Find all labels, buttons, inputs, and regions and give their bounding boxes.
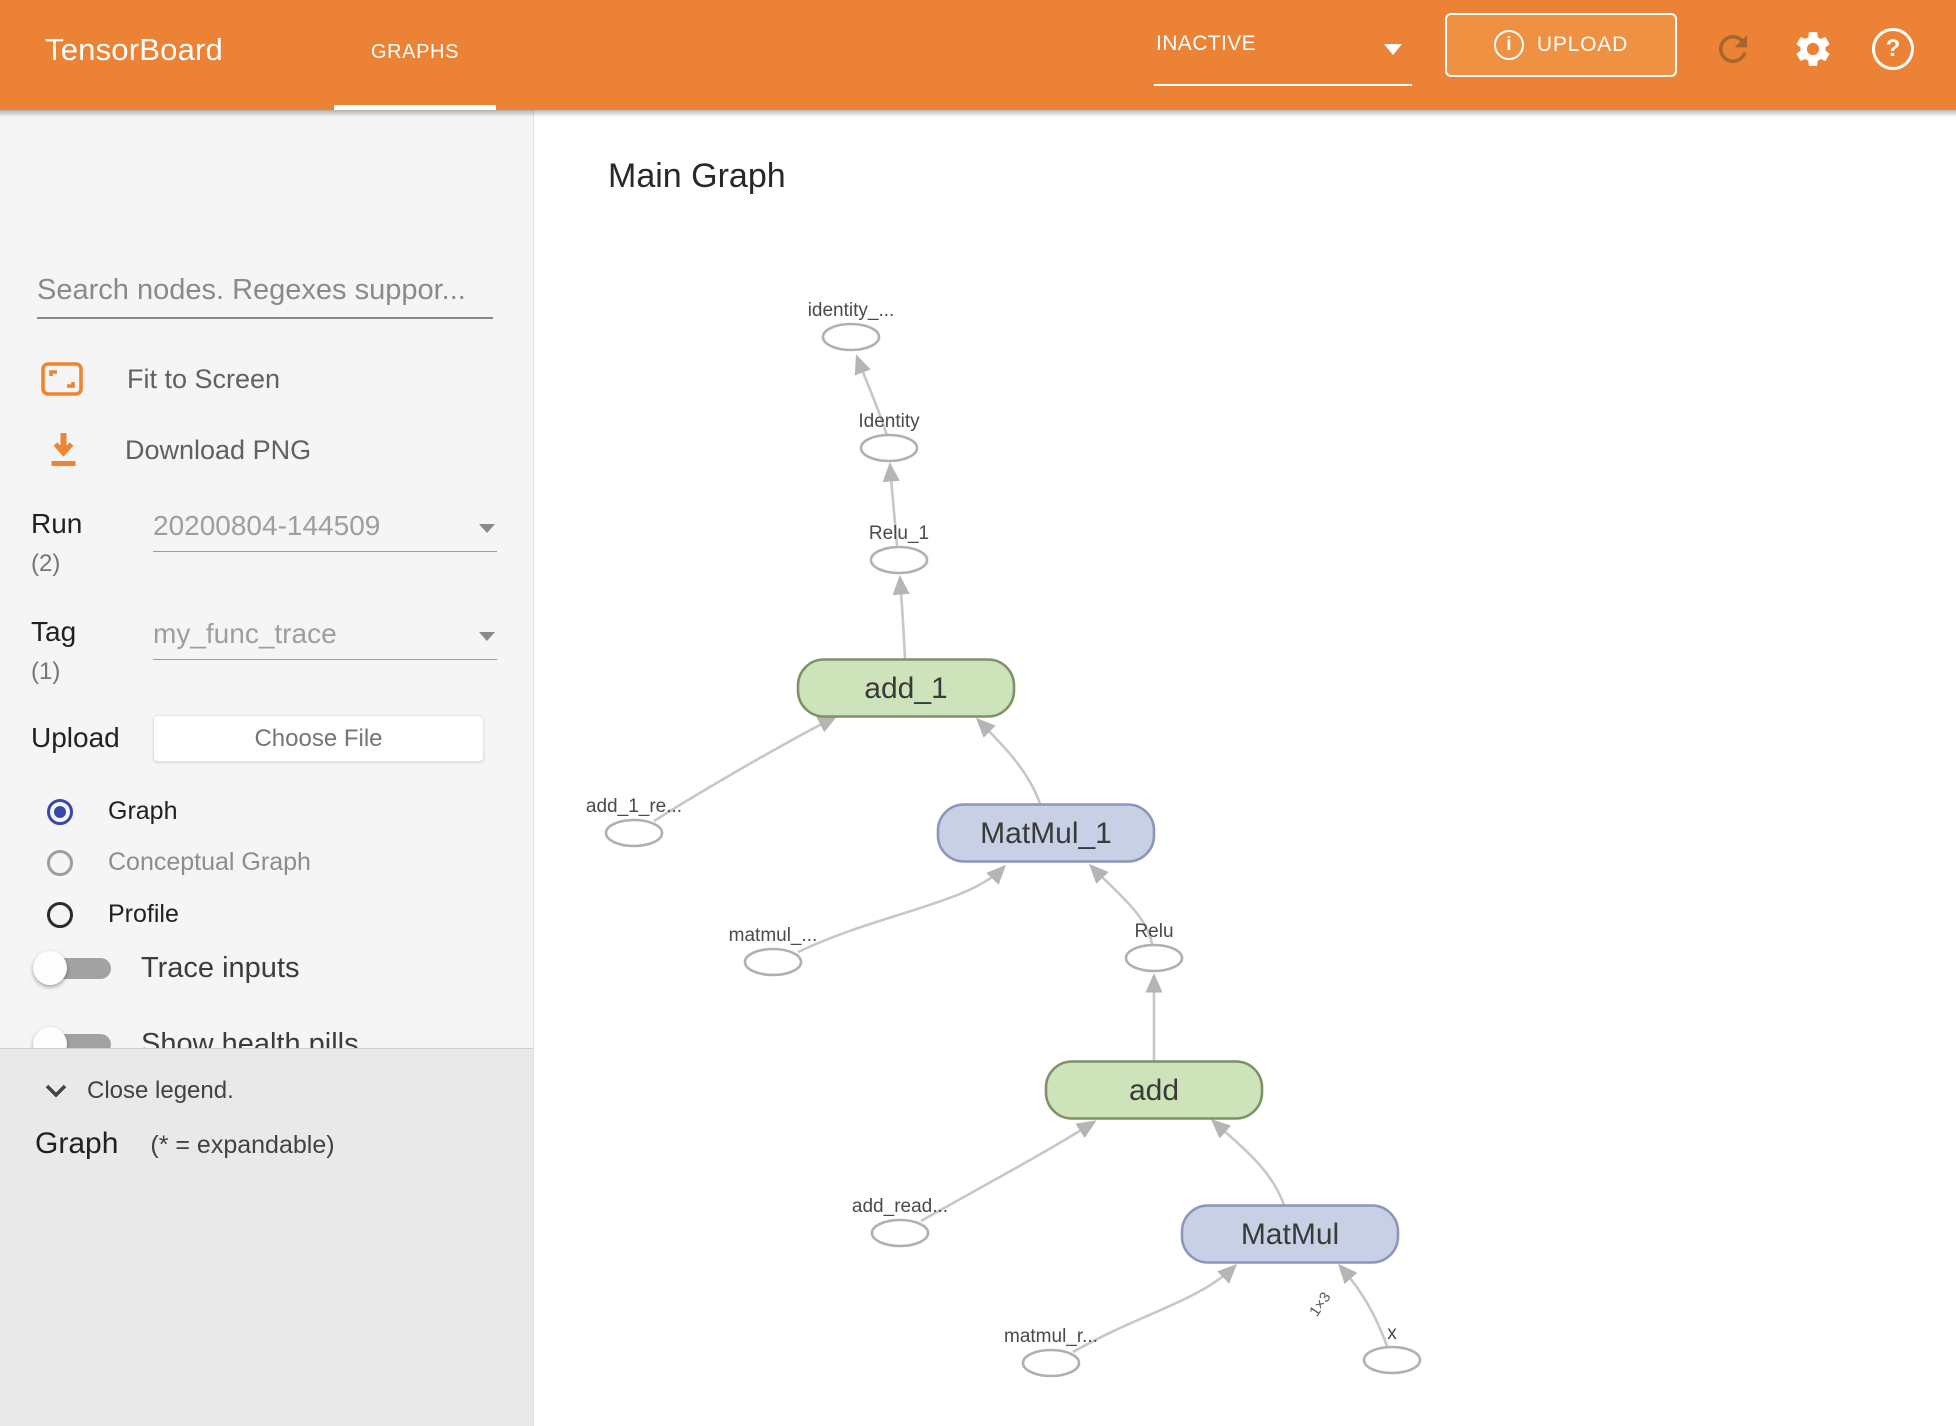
graph-edge-add_1-to-Relu_1 — [892, 575, 910, 660]
tab-graphs[interactable]: GRAPHS — [334, 0, 496, 110]
legend-title: Graph — [35, 1127, 119, 1160]
chevron-down-icon — [45, 1084, 67, 1098]
graph-edge-add_1_re-to-add_1 — [653, 715, 838, 823]
main-graph-title: Main Graph — [608, 157, 786, 195]
graph-node-identity_out[interactable]: identity_... — [808, 300, 895, 352]
help-glyph: ? — [1885, 35, 1901, 62]
svg-text:MatMul: MatMul — [1241, 1218, 1339, 1251]
graph-node-Relu[interactable]: Relu — [1124, 921, 1184, 973]
legend-note: (* = expandable) — [150, 1131, 335, 1159]
run-count: (2) — [31, 550, 61, 577]
svg-text:identity_...: identity_... — [808, 300, 895, 321]
view-option-graph[interactable]: Graph — [47, 797, 177, 826]
svg-text:Identity: Identity — [858, 411, 920, 432]
upload-file-label: Upload — [31, 722, 120, 753]
edge-shape-label: 1×3 — [1306, 1289, 1335, 1320]
info-icon: i — [1493, 30, 1524, 60]
graph-edge-Identity-to-identity_out — [854, 354, 889, 437]
tag-count: (1) — [31, 658, 61, 685]
graph-node-add_read[interactable]: add_read... — [852, 1196, 948, 1248]
trace-inputs-label: Trace inputs — [141, 951, 300, 984]
svg-text:add_1: add_1 — [864, 672, 947, 705]
radio-unselected-icon — [47, 849, 73, 876]
chevron-down-icon — [479, 524, 495, 533]
run-label: Run — [31, 508, 83, 539]
svg-text:Relu: Relu — [1134, 921, 1173, 942]
graph-edge-Relu_1-to-Identity — [882, 462, 900, 548]
refresh-icon[interactable] — [1712, 28, 1754, 70]
tag-label: Tag — [31, 616, 77, 647]
graph-node-Identity[interactable]: Identity — [858, 411, 920, 463]
graph-node-add[interactable]: add — [1044, 1060, 1264, 1120]
graph-node-matmul_[interactable]: matmul_... — [729, 925, 818, 977]
view-option-conceptual-graph[interactable]: Conceptual Graph — [47, 848, 311, 877]
download-icon — [51, 433, 76, 466]
search-box — [37, 270, 493, 319]
svg-text:add_read...: add_read... — [852, 1196, 948, 1217]
graph-edge-add_read-to-add — [920, 1120, 1097, 1223]
graph-node-MatMul[interactable]: MatMul — [1180, 1204, 1400, 1264]
svg-text:matmul_r...: matmul_r... — [1004, 1326, 1098, 1347]
graph-node-add_1[interactable]: add_1 — [796, 658, 1016, 718]
close-legend-button[interactable]: Close legend. — [45, 1077, 234, 1105]
legend-heading: Graph (* = expandable) — [35, 1127, 335, 1161]
graph-node-add_1_re[interactable]: add_1_re... — [586, 796, 682, 848]
settings-gear-icon[interactable] — [1792, 28, 1834, 70]
search-input[interactable] — [37, 270, 493, 319]
graph-node-MatMul_1[interactable]: MatMul_1 — [936, 803, 1156, 863]
svg-text:x: x — [1387, 1323, 1397, 1344]
svg-text:MatMul_1: MatMul_1 — [980, 817, 1112, 850]
toggle-off-icon[interactable] — [33, 950, 113, 986]
graph-edge-Relu-to-MatMul_1 — [1088, 863, 1154, 945]
radio-selected-icon — [47, 798, 73, 825]
view-option-label: Conceptual Graph — [108, 848, 311, 876]
fit-to-screen-label: Fit to Screen — [127, 363, 281, 394]
tag-select-value: my_func_trace — [153, 618, 337, 649]
upload-button[interactable]: i UPLOAD — [1445, 13, 1677, 77]
fit-to-screen-icon — [41, 362, 83, 396]
run-select-value: 20200804-144509 — [153, 510, 381, 541]
help-icon[interactable]: ? — [1872, 28, 1914, 70]
data-status-value: INACTIVE — [1156, 32, 1257, 55]
graph-node-x[interactable]: x — [1362, 1323, 1422, 1375]
graph-edge-matmul_r-to-MatMul — [1072, 1263, 1238, 1354]
chevron-down-icon — [1384, 44, 1402, 55]
download-png-label: Download PNG — [125, 434, 312, 465]
run-select[interactable]: 20200804-144509 — [153, 508, 497, 552]
fit-to-screen-button[interactable]: Fit to Screen — [41, 362, 280, 396]
trace-inputs-toggle-row[interactable]: Trace inputs — [33, 950, 300, 986]
close-legend-label: Close legend. — [87, 1077, 234, 1104]
graph-controls-sidebar: Fit to Screen Download PNG Run (2) 20200… — [0, 110, 534, 1426]
graph-edge-matmul_-to-MatMul_1 — [797, 864, 1007, 954]
tag-select[interactable]: my_func_trace — [153, 616, 497, 660]
svg-text:matmul_...: matmul_... — [729, 925, 818, 946]
graph-edge-x-to-MatMul — [1338, 1263, 1389, 1347]
chevron-down-icon — [479, 632, 495, 641]
download-png-button[interactable]: Download PNG — [41, 431, 311, 469]
upload-button-label: UPLOAD — [1536, 33, 1629, 56]
tensorboard-logo: TensorBoard — [45, 32, 223, 67]
app-header: TensorBoard GRAPHS INACTIVE i UPLOAD ? — [0, 0, 1956, 117]
radio-unselected-icon — [47, 901, 73, 928]
graph-edge-MatMul_1-to-add_1 — [975, 717, 1042, 805]
svg-text:add: add — [1129, 1074, 1179, 1107]
graph-legend: Close legend. Graph (* = expandable) Nam… — [0, 1048, 533, 1426]
view-option-label: Graph — [108, 797, 178, 825]
svg-text:add_1_re...: add_1_re... — [586, 796, 682, 817]
graph-node-Relu_1[interactable]: Relu_1 — [869, 523, 929, 575]
graph-node-matmul_r[interactable]: matmul_r... — [1004, 1326, 1098, 1378]
view-option-label: Profile — [108, 900, 179, 928]
svg-text:Relu_1: Relu_1 — [869, 523, 929, 544]
graph-edge-MatMul-to-add — [1210, 1119, 1286, 1206]
data-status-dropdown[interactable]: INACTIVE — [1154, 24, 1412, 86]
view-option-profile[interactable]: Profile — [47, 900, 179, 929]
choose-file-button[interactable]: Choose File — [153, 715, 484, 762]
